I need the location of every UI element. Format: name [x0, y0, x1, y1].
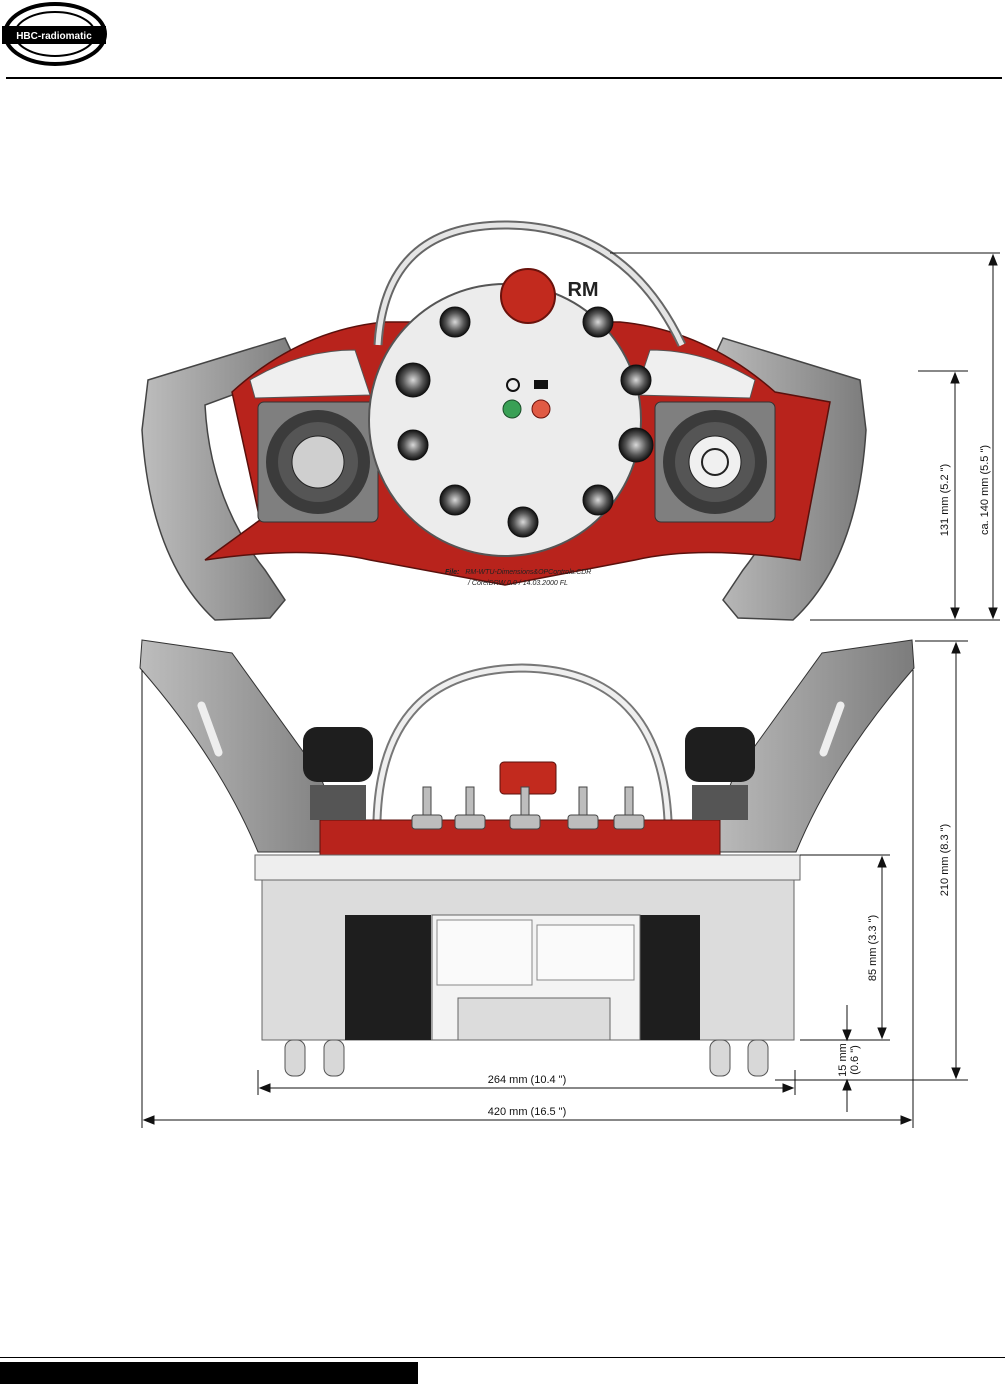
green-led [503, 400, 521, 418]
rm-badge: RM [567, 279, 598, 301]
housing-feet [285, 1040, 768, 1076]
dim-overall-width: 420 mm (16.5 ") [488, 1106, 567, 1118]
file-label: File: RM-WTU-Dimensions&OPControls.CDR [445, 569, 591, 576]
front-view [140, 640, 914, 1076]
footer-rule [0, 1357, 1005, 1358]
left-battery [345, 915, 431, 1040]
dim-feet-height-mm: 15 mm [837, 1043, 849, 1077]
dim-overall-height-front: 210 mm (8.3 ") [939, 824, 951, 896]
housing-rim [255, 855, 800, 880]
dim-overall-height-top: ca. 140 mm (5.5 ") [979, 445, 991, 535]
top-view: RM File: RM-WTU-Dimensions&OPControls.CD… [142, 225, 866, 620]
front-left-knob [303, 727, 373, 782]
emergency-stop-button [501, 269, 555, 323]
right-joystick [655, 402, 775, 522]
dim-feet-height-in: (0.6 ") [849, 1045, 861, 1075]
front-right-knob [685, 727, 755, 782]
battery-icon [534, 380, 548, 389]
dim-housing-width: 264 mm (10.4 ") [488, 1074, 567, 1086]
file-info: / CorelDRW 0.0 / 14.03.2000 FL [467, 580, 568, 587]
left-joystick [258, 402, 378, 522]
footer-bar [0, 1362, 418, 1384]
dim-housing-height: 85 mm (3.3 ") [867, 915, 879, 981]
dim-body-height-top: 131 mm (5.2 ") [939, 464, 951, 536]
red-led [532, 400, 550, 418]
right-battery [640, 915, 700, 1040]
